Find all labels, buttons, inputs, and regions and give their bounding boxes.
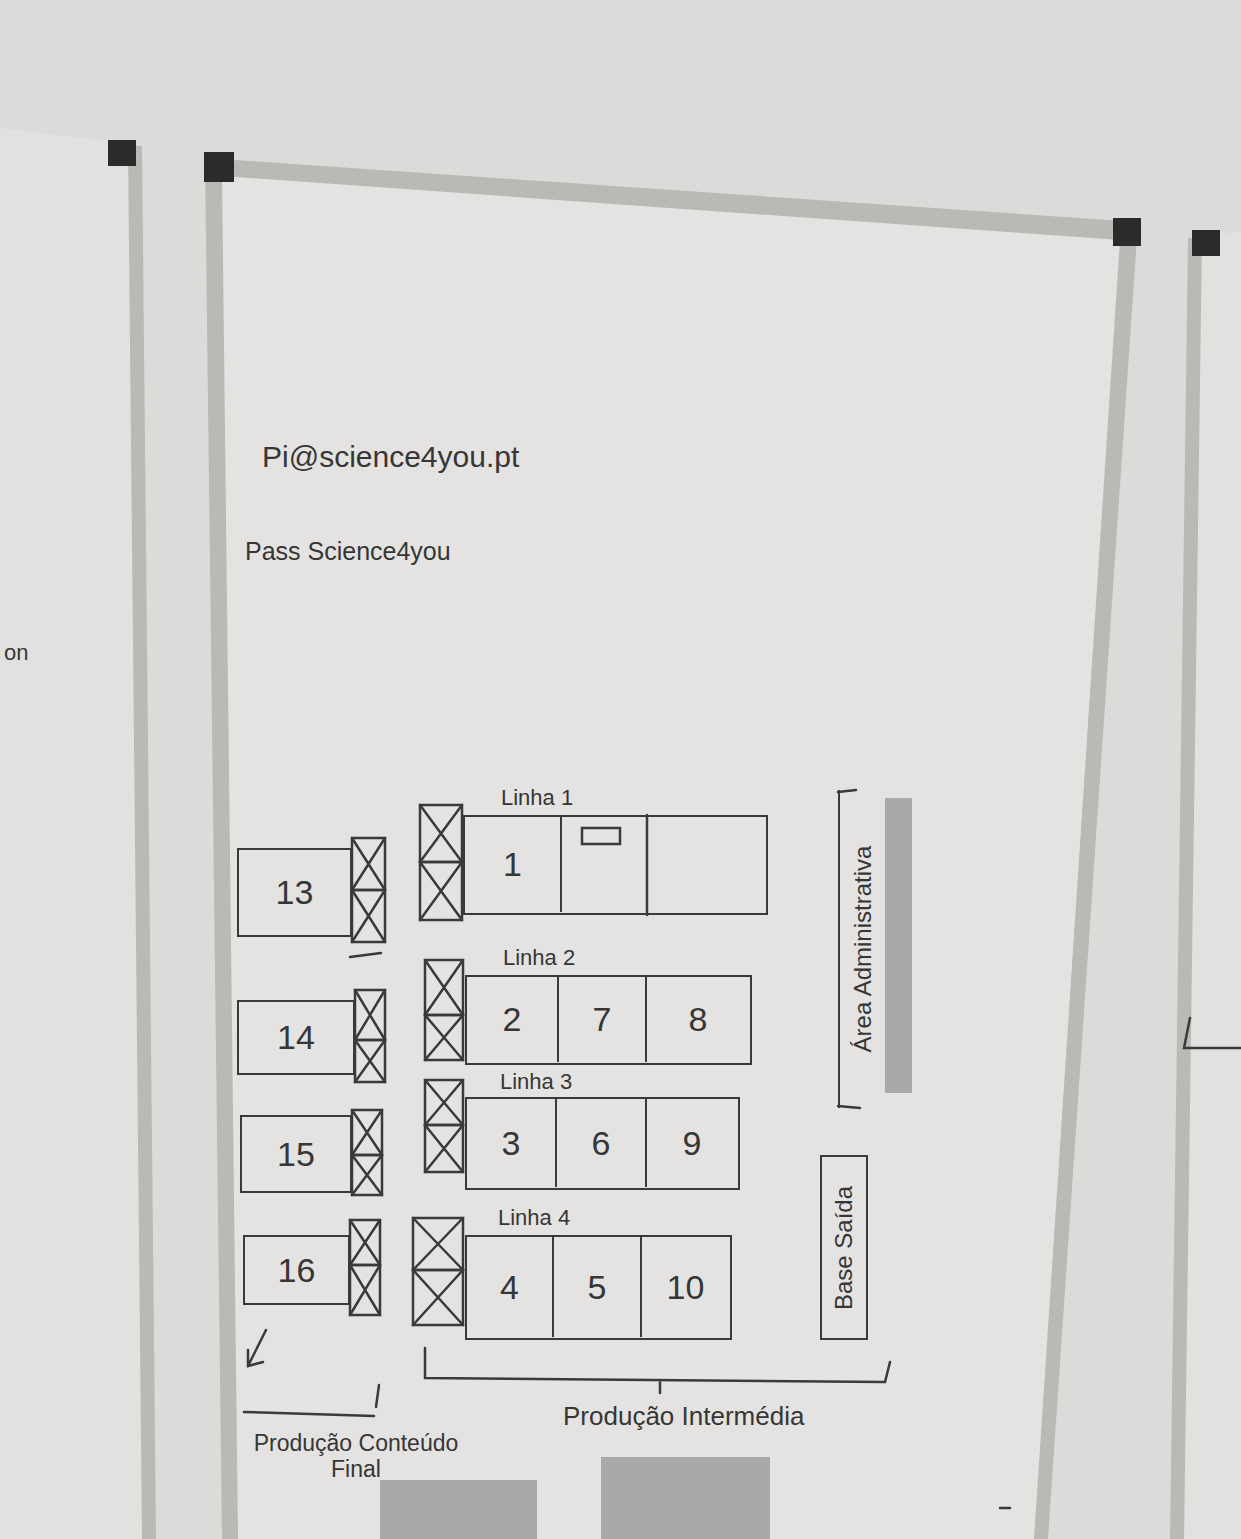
frame-corner	[1192, 230, 1220, 256]
board-frame	[128, 145, 156, 1539]
station-box: 13	[237, 848, 352, 937]
note-text: Pi@science4you.pt	[262, 440, 519, 475]
line-heading: Linha 3	[500, 1069, 572, 1095]
station-number: 3	[502, 1124, 521, 1163]
line-heading: Linha 2	[503, 945, 575, 971]
note-text: Pass Science4you	[245, 537, 451, 566]
station-number: 8	[689, 1000, 708, 1039]
station-cell: 8	[647, 977, 749, 1062]
station-number: 13	[276, 873, 314, 912]
whiteboard	[222, 176, 1120, 1539]
station-cell: 9	[647, 1099, 737, 1187]
underline	[244, 1385, 379, 1416]
stroke	[350, 953, 381, 957]
area-label: Base Saída	[830, 1185, 858, 1309]
x-box	[350, 805, 463, 1325]
station-cell: 2	[467, 977, 559, 1062]
station-cell: 3	[467, 1099, 557, 1187]
station-cell: 1	[465, 817, 562, 912]
station-number: 9	[683, 1124, 702, 1163]
stroke	[1184, 1018, 1241, 1048]
marker-sketch	[244, 790, 1241, 1508]
board-frame	[1170, 238, 1202, 1539]
station-box: 16	[243, 1235, 350, 1305]
frame-corner	[1113, 218, 1141, 246]
station-cell: 6	[557, 1099, 647, 1187]
station-cell: 5	[554, 1237, 642, 1337]
production-line: Linha 3369	[465, 1097, 740, 1190]
note-text: on	[4, 640, 28, 665]
exit-base: Base Saída	[820, 1155, 868, 1340]
production-line: Linha 11	[463, 815, 768, 915]
board-frame	[205, 158, 1138, 1539]
station-number: 4	[500, 1268, 519, 1307]
frame-corner	[108, 140, 136, 166]
station-number: 14	[277, 1018, 315, 1057]
arrow	[248, 1330, 266, 1366]
station-cell: 10	[642, 1237, 729, 1337]
production-line: Linha 2278	[465, 975, 752, 1065]
line-heading: Linha 4	[498, 1205, 570, 1231]
brace	[425, 1348, 890, 1393]
station-number: 2	[503, 1000, 522, 1039]
station-cell: 7	[559, 977, 647, 1062]
redaction	[380, 798, 912, 1539]
station-box: 14	[237, 1000, 355, 1075]
area-label: Área Administrativa	[849, 846, 877, 1053]
left-board	[0, 128, 152, 1539]
production-line: Linha 44510	[465, 1235, 732, 1340]
station-number: 7	[593, 1000, 612, 1039]
station-number: 5	[588, 1268, 607, 1307]
station-number: 16	[278, 1251, 316, 1290]
line-heading: Linha 1	[501, 785, 573, 811]
station-number: 6	[592, 1124, 611, 1163]
station-number: 15	[277, 1135, 315, 1174]
frame-corner	[204, 152, 234, 182]
note-text: Produção Intermédia	[563, 1402, 804, 1432]
small-rectangle	[582, 828, 620, 844]
cell-divider	[646, 815, 649, 915]
area-bracket: Área Administrativa	[838, 790, 885, 1108]
station-cell: 4	[467, 1237, 554, 1337]
station-box: 15	[240, 1115, 352, 1193]
station-number: 10	[667, 1268, 705, 1307]
station-number: 1	[503, 845, 522, 884]
stroke	[1000, 1507, 1010, 1510]
note-text: Produção Conteúdo Final	[240, 1430, 472, 1483]
